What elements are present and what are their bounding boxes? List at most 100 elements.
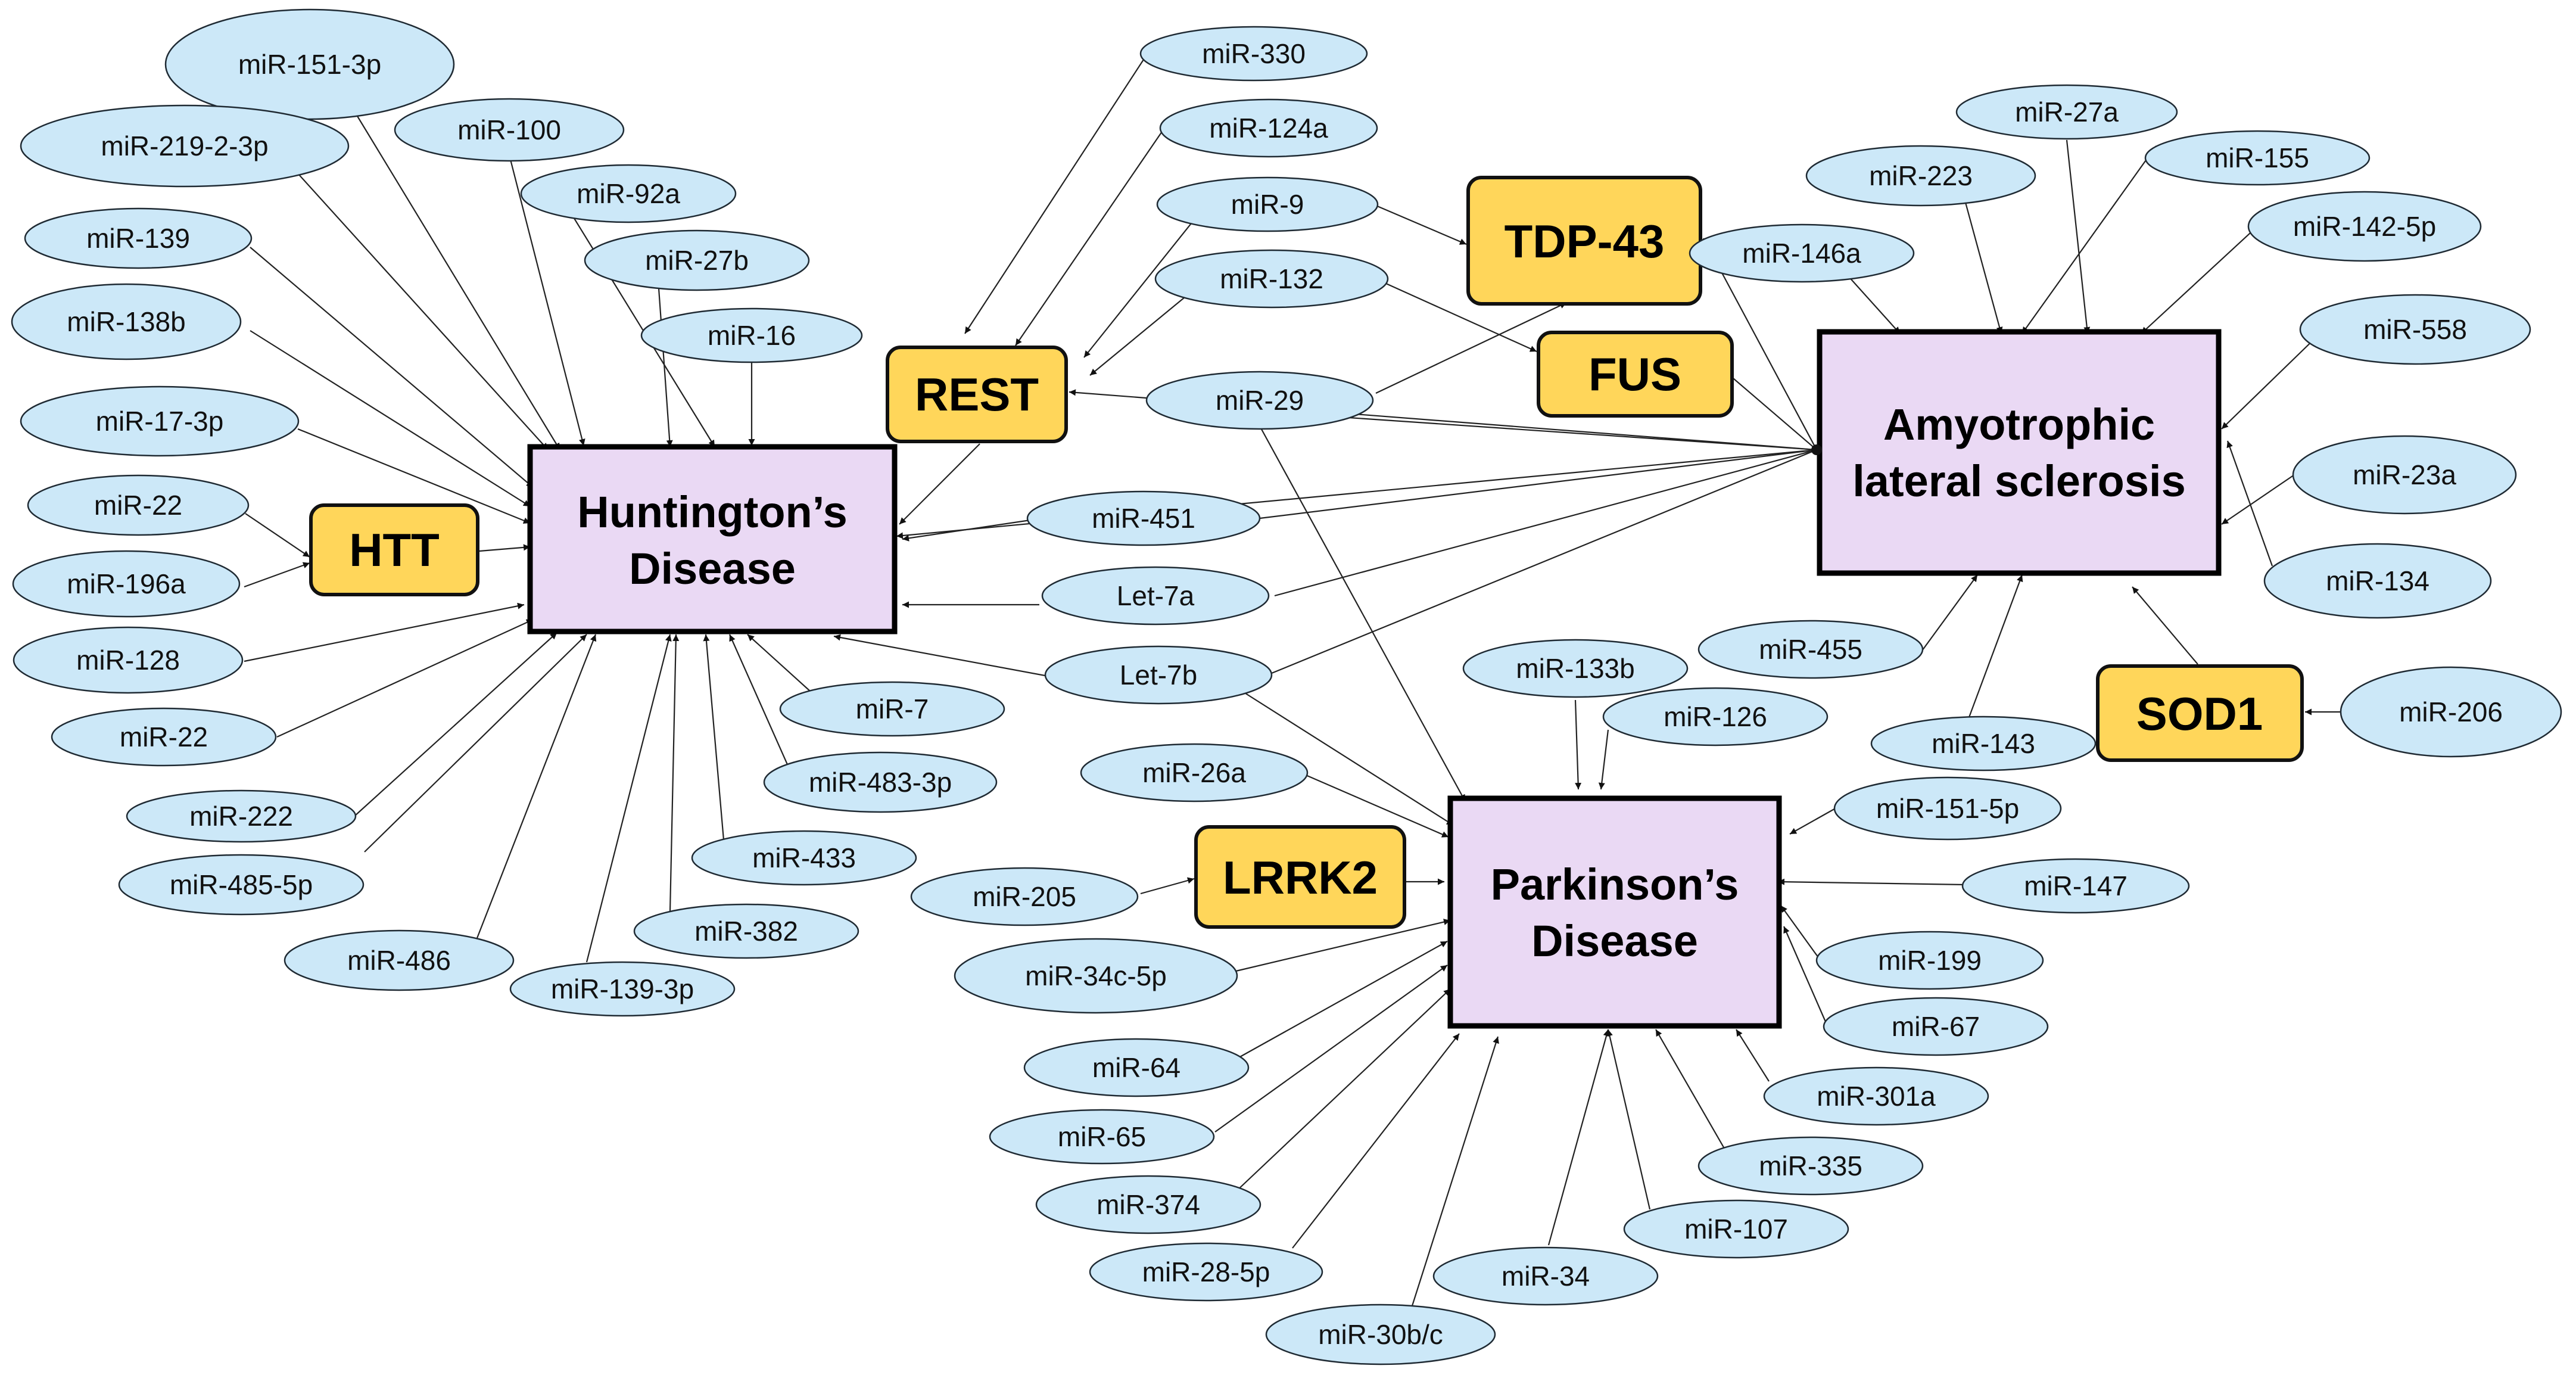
- mirna-label: miR-486: [347, 945, 451, 976]
- edge-let7b-pd: [1241, 690, 1454, 826]
- edge-als-let7a: [1274, 449, 1817, 597]
- mirna-label: miR-485-5p: [170, 869, 313, 900]
- mirna-node-mir451: miR-451: [1026, 490, 1261, 546]
- mirna-label: miR-128: [76, 645, 180, 676]
- edge-mir142-5p-als: [2141, 226, 2258, 334]
- edge-sod1-als: [2132, 586, 2198, 665]
- edge-mir483-3p-hd: [728, 634, 790, 769]
- mirna-label: miR-17-3p: [96, 406, 224, 437]
- gene-label: REST: [915, 368, 1039, 421]
- mirna-node-mir330: miR-330: [1139, 26, 1368, 82]
- mirna-label: miR-382: [694, 916, 798, 947]
- edge-mir199-pd: [1780, 905, 1820, 960]
- mirna-node-mir199: miR-199: [1815, 931, 2044, 990]
- mirna-node-mir382: miR-382: [633, 903, 859, 959]
- mirna-label: miR-100: [457, 114, 561, 145]
- edge-mir147-pd: [1777, 878, 1966, 886]
- mirna-label: miR-196a: [67, 568, 186, 599]
- mirna-label: miR-28-5p: [1142, 1256, 1270, 1287]
- edge-mir9-tdp43: [1375, 204, 1467, 245]
- edge-mir124a-rest: [1015, 127, 1165, 346]
- edge-mir335-pd: [1655, 1029, 1731, 1159]
- edge-mir155-als: [2021, 145, 2157, 334]
- edges: [244, 59, 2344, 1308]
- edge-mir486-hd: [472, 634, 597, 948]
- mirna-label: miR-206: [2399, 696, 2503, 727]
- mirna-label: miR-143: [1932, 728, 2035, 759]
- mirna-label: miR-205: [973, 881, 1076, 912]
- edge-mir146a-als: [1846, 273, 1901, 334]
- disease-node-huntington: Huntington’s Disease: [527, 444, 898, 634]
- edge-mir455-als: [1920, 574, 1978, 653]
- mirna-label: miR-22: [120, 721, 208, 752]
- edge-rest-hd: [899, 443, 980, 525]
- edge-mir22-htt: [245, 513, 310, 558]
- edge-mir67-pd: [1783, 926, 1827, 1022]
- mirna-label: miR-433: [752, 842, 856, 873]
- mirna-label: miR-199: [1878, 945, 1982, 976]
- edge-mir27a-als: [2066, 139, 2091, 334]
- mirna-label: miR-483-3p: [809, 767, 952, 798]
- mirna-node-mir139: miR-139: [24, 207, 253, 269]
- mirna-label: miR-29: [1216, 385, 1304, 416]
- disease-label-line2: lateral sclerosis: [1852, 456, 2185, 506]
- edge-mir374-pd: [1235, 988, 1451, 1192]
- edge-mir134-als: [2226, 440, 2273, 567]
- mirna-node-mir138b: miR-138b: [11, 283, 242, 360]
- mirna-label: miR-124a: [1209, 113, 1328, 144]
- edge-mir26a-pd: [1304, 773, 1449, 838]
- mirna-label: miR-65: [1058, 1121, 1146, 1152]
- gene-label: HTT: [349, 524, 440, 576]
- mirna-label: miR-146a: [1742, 238, 1861, 269]
- edge-mir23a-als: [2221, 473, 2297, 525]
- mirna-node-mir30bc: miR-30b/c: [1265, 1304, 1496, 1365]
- mirna-node-mir133b: miR-133b: [1462, 639, 1689, 698]
- edge-mir485-5p-hd: [364, 634, 587, 853]
- mirna-label: miR-27b: [645, 245, 749, 276]
- mirna-node-mir28-5p: miR-28-5p: [1089, 1242, 1323, 1302]
- mirna-label: miR-151-3p: [238, 49, 381, 80]
- mirna-node-mir146a: miR-146a: [1689, 223, 1915, 283]
- mirna-label: miR-34: [1502, 1261, 1590, 1292]
- mirna-node-mir65: miR-65: [989, 1109, 1215, 1165]
- mirna-node-mir151-3p: miR-151-3p: [164, 8, 455, 120]
- mirna-node-mir143: miR-143: [1870, 716, 2097, 772]
- mirna-label: miR-455: [1759, 634, 1862, 665]
- gene-label: SOD1: [2136, 688, 2263, 740]
- mirna-node-mir223: miR-223: [1805, 145, 2036, 207]
- edge-mir143-als: [1964, 574, 2023, 727]
- mirna-node-mir23a: miR-23a: [2292, 435, 2517, 515]
- mirna-node-mir128: miR-128: [13, 626, 244, 694]
- mirna-label: miR-67: [1892, 1011, 1980, 1042]
- mirna-node-mir335: miR-335: [1697, 1136, 1924, 1196]
- edge-mir29-pd: [1259, 425, 1466, 802]
- mirna-node-mir27a: miR-27a: [1955, 84, 2178, 140]
- mirna-label: miR-335: [1759, 1150, 1862, 1181]
- mirna-nodes: miR-151-3p miR-219-2-3p miR-100 miR-92a …: [11, 8, 2562, 1365]
- edge-mir139-hd: [250, 247, 534, 488]
- mirna-node-let7b: Let-7b: [1044, 645, 1273, 705]
- edge-mir133b-pd: [1574, 699, 1582, 790]
- mirna-label: miR-107: [1684, 1214, 1788, 1245]
- mirna-node-mir486: miR-486: [284, 929, 515, 991]
- edge-mir100-hd: [508, 154, 585, 446]
- disease-label-line1: Parkinson’s: [1491, 860, 1739, 909]
- mirna-label: miR-222: [189, 801, 293, 832]
- mirna-node-mir151-5p: miR-151-5p: [1833, 776, 2062, 841]
- edge-als-let7b: [1271, 449, 1817, 674]
- mirna-label: miR-16: [708, 320, 796, 351]
- gene-label: LRRK2: [1223, 851, 1378, 904]
- disease-label-line2: Disease: [629, 544, 796, 593]
- mirna-node-mir29: miR-29: [1145, 371, 1374, 430]
- mirna-label: miR-451: [1092, 503, 1195, 534]
- edge-mir558-als: [2221, 333, 2320, 430]
- edge-mir17-3p-hd: [297, 428, 531, 524]
- mirna-label: Let-7a: [1117, 580, 1195, 611]
- mirna-label: miR-301a: [1817, 1081, 1936, 1112]
- mirna-node-mir196a: miR-196a: [12, 550, 241, 618]
- mirna-node-mir455: miR-455: [1697, 620, 1924, 679]
- edge-mir64-pd: [1238, 941, 1448, 1058]
- mirna-label: miR-9: [1231, 189, 1304, 220]
- edge-fus-als: [1733, 378, 1817, 450]
- edge-mir29-tdp43: [1375, 302, 1567, 394]
